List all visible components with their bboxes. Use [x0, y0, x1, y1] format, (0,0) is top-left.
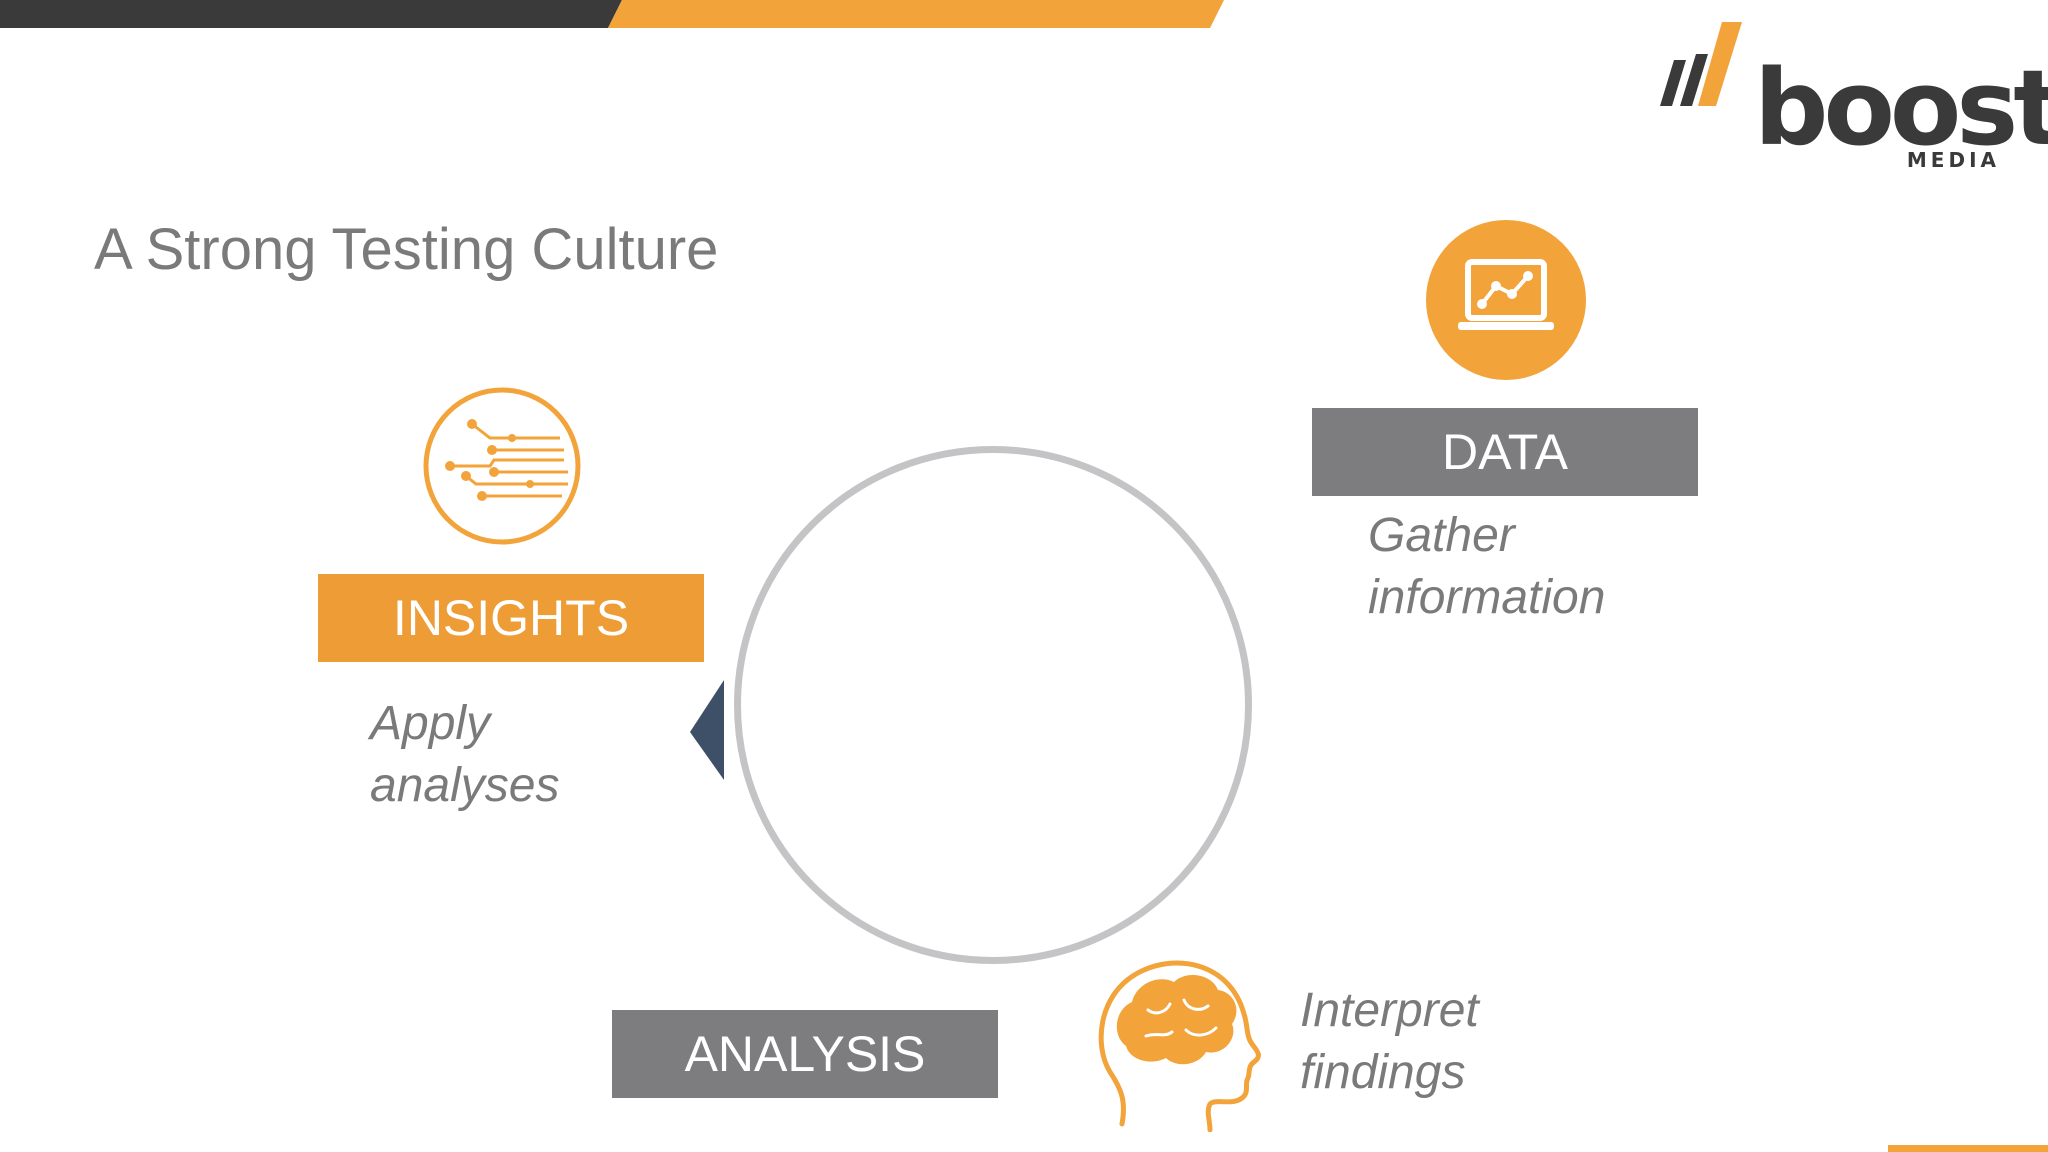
logo-wordmark: boost	[1754, 47, 2048, 169]
insights-caption-line1: Apply	[370, 697, 491, 750]
insights-caption-line2: analyses	[370, 759, 560, 812]
insights-label: INSIGHTS	[318, 574, 704, 662]
brain-head-icon	[1098, 960, 1261, 1132]
cycle-arrowhead	[690, 680, 724, 780]
laptop-chart-icon	[1426, 220, 1586, 380]
top-banner-dark-segment	[0, 0, 622, 28]
cycle-ring	[734, 446, 1252, 964]
logo-slashes-icon	[1660, 22, 1742, 106]
analysis-caption: Interpret findings	[1300, 980, 1479, 1104]
circuit-icon	[423, 387, 581, 545]
boost-media-logo: boost MEDIA	[1660, 18, 2048, 178]
analysis-label: ANALYSIS	[612, 1010, 998, 1098]
top-banner	[0, 0, 1224, 28]
data-caption: Gather information	[1368, 505, 1605, 629]
top-banner-orange-segment	[608, 0, 1224, 28]
data-label: DATA	[1312, 408, 1698, 496]
analysis-caption-line1: Interpret	[1300, 984, 1479, 1037]
bottom-accent-bar	[1888, 1145, 2048, 1152]
data-caption-line2: information	[1368, 571, 1606, 624]
analysis-caption-line2: findings	[1300, 1046, 1466, 1099]
slide-title: A Strong Testing Culture	[94, 217, 719, 282]
data-caption-line1: Gather	[1368, 509, 1515, 562]
logo-subtext: MEDIA	[1906, 148, 2000, 172]
insights-caption: Apply analyses	[370, 693, 559, 817]
